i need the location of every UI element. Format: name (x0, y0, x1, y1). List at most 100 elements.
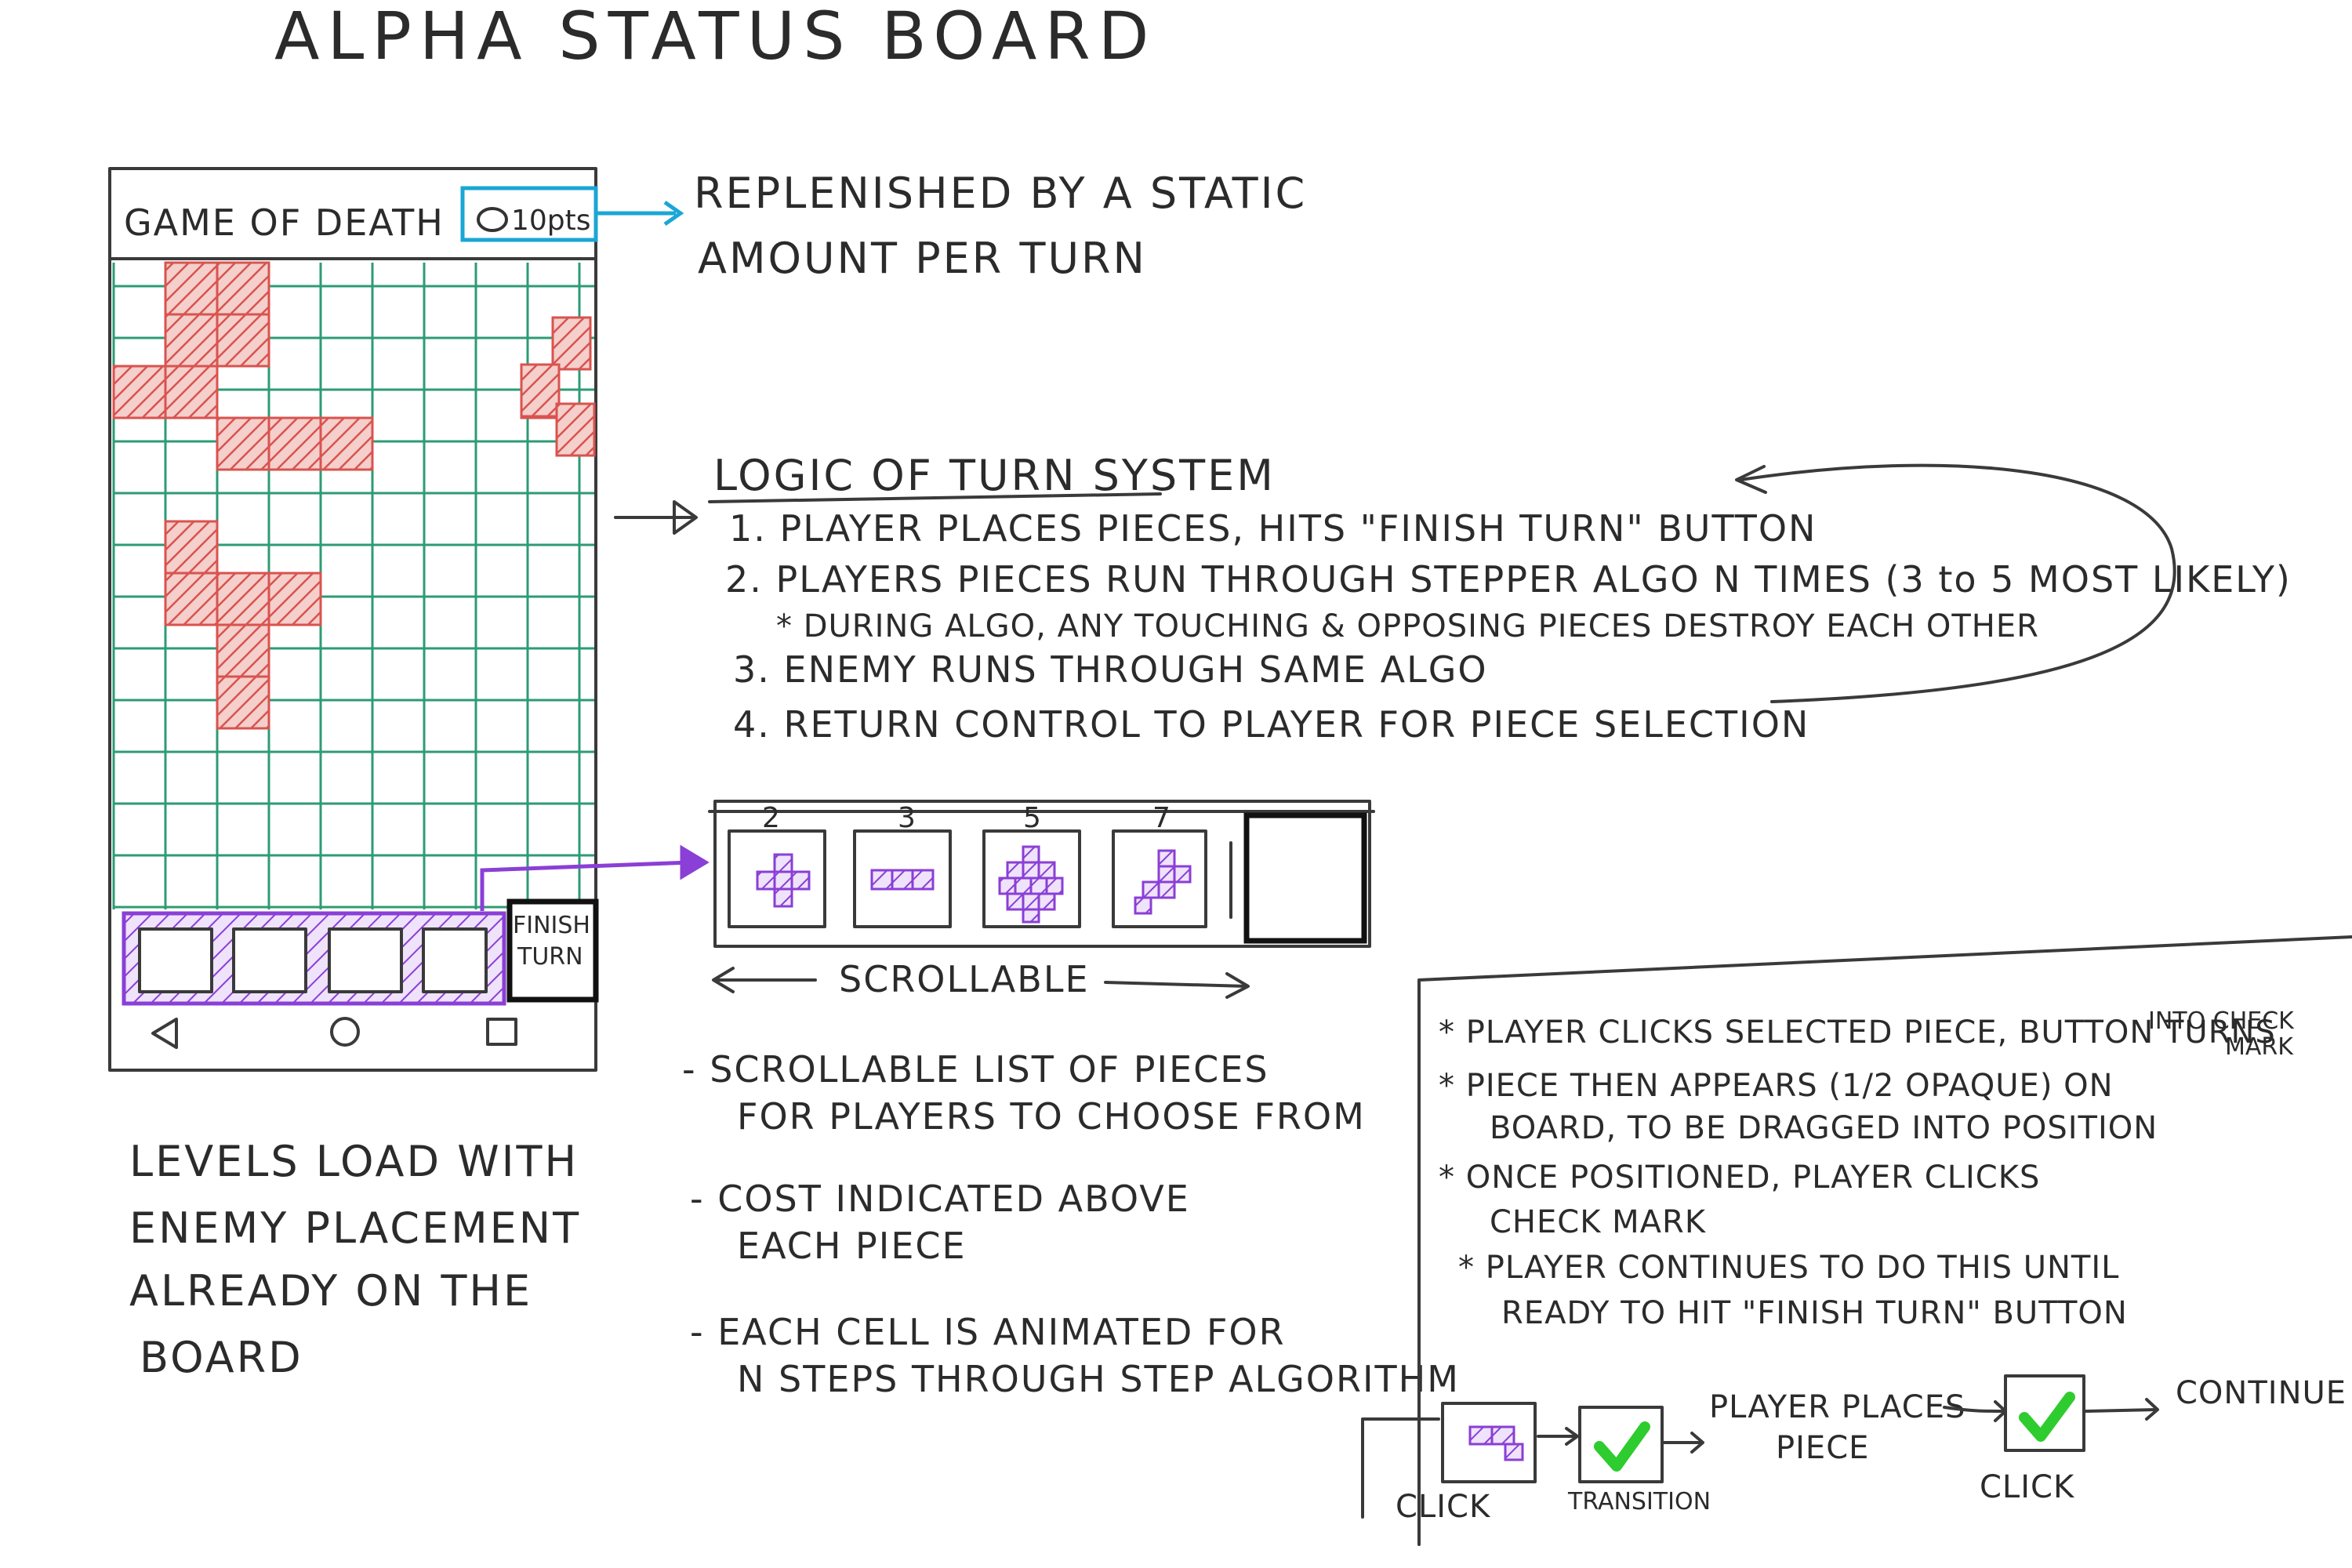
flow-places-label: PLAYER PLACES (1709, 1389, 1965, 1425)
piece-cost: 5 (1023, 802, 1041, 834)
piece-cost: 7 (1152, 802, 1171, 834)
enemy-cell (216, 261, 270, 316)
placement-line: READY TO HIT "FINISH TURN" BUTTON (1501, 1295, 2128, 1331)
enemy-cell (520, 363, 561, 418)
enemy-cell (216, 313, 270, 368)
enemy-cell (216, 623, 270, 678)
placement-line: INTO CHECK (2148, 1007, 2295, 1035)
tray-slot[interactable] (422, 927, 488, 993)
enemy-cell (164, 313, 219, 368)
coin-icon (477, 207, 508, 232)
turn-step: 1. PLAYER PLACES PIECES, HITS "FINISH TU… (729, 507, 1817, 550)
home-icon[interactable] (330, 1017, 360, 1047)
turn-step: 2. PLAYERS PIECES RUN THROUGH STEPPER AL… (725, 558, 2292, 601)
scrollable-indicator: SCROLLABLE (712, 958, 1250, 1000)
placement-line: * PLAYER CLICKS SELECTED PIECE, BUTTON T… (1439, 1014, 2276, 1051)
enemy-cell (555, 402, 596, 457)
placement-flow: PLAYER PLACES PIECE CONTINUE CLICK TRANS… (1361, 1374, 2347, 1525)
recents-icon[interactable] (486, 1018, 517, 1046)
piece-card[interactable] (1112, 829, 1207, 928)
enemy-cell (164, 520, 219, 575)
list-note-line: - SCROLLABLE LIST OF PIECES (682, 1048, 1269, 1091)
levels-line: ALREADY ON THE (129, 1266, 532, 1316)
enemy-cell (267, 416, 322, 471)
tray-slot[interactable] (328, 927, 403, 993)
flow-transition-label: TRANSITION (1567, 1488, 1711, 1515)
piece-shape-hook (1134, 849, 1192, 915)
enemy-cell (164, 261, 219, 316)
enemy-cell (164, 572, 219, 626)
tray-slot[interactable] (232, 927, 307, 993)
list-note-line: N STEPS THROUGH STEP ALGORITHM (737, 1358, 1460, 1400)
piece-list[interactable]: 2 3 5 7 (708, 800, 1375, 948)
list-note-line: - EACH CELL IS ANIMATED FOR (690, 1311, 1286, 1353)
back-icon[interactable] (151, 1018, 178, 1049)
placement-line: * ONCE POSITIONED, PLAYER CLICKS (1439, 1160, 2040, 1196)
finish-turn-label: FINISH (513, 912, 590, 939)
tray-arrow (480, 844, 710, 911)
flow-click-label: CLICK (1980, 1469, 2075, 1505)
piece-cost: 2 (762, 802, 780, 834)
enemy-cell (267, 572, 322, 626)
points-value: 10pts (511, 205, 591, 237)
placement-line: CHECK MARK (1490, 1204, 1707, 1240)
enemy-cell (164, 365, 219, 419)
placement-line: MARK (2225, 1033, 2294, 1061)
piece-card-offscreen (1243, 812, 1367, 944)
turn-logic-arrow (614, 500, 698, 535)
enemy-cell (216, 572, 270, 626)
flow-check-button (1578, 1406, 1664, 1483)
placement-line: * PIECE THEN APPEARS (1/2 OPAQUE) ON (1439, 1068, 2114, 1104)
placement-line: BOARD, TO BE DRAGGED INTO POSITION (1490, 1110, 2158, 1146)
piece-shape-diamond (998, 845, 1064, 924)
levels-line: LEVELS LOAD WITH (129, 1137, 579, 1186)
enemy-cell (216, 675, 270, 730)
turn-step: * DURING ALGO, ANY TOUCHING & OPPOSING P… (776, 608, 2039, 644)
check-icon (2019, 1392, 2075, 1442)
enemy-cell (216, 416, 270, 471)
replenish-note: AMOUNT PER TURN (698, 234, 1147, 283)
turn-step: 3. ENEMY RUNS THROUGH SAME ALGO (733, 648, 1488, 691)
placement-notes: * PLAYER CLICKS SELECTED PIECE, BUTTON T… (1417, 935, 2352, 1546)
points-arrow (597, 200, 684, 227)
phone-mockup: GAME OF DEATH 10pts FINISH TURN (108, 167, 599, 1072)
game-title: GAME OF DEATH (124, 201, 445, 244)
turn-logic-heading: LOGIC OF TURN SYSTEM (713, 451, 1276, 500)
flow-check-button-2 (2004, 1374, 2085, 1452)
replenish-note: REPLENISHED BY A STATIC (694, 169, 1307, 218)
turn-logic-notes: LOGIC OF TURN SYSTEM 1. PLAYER PLACES PI… (708, 451, 2292, 746)
piece-shape-bar (870, 869, 935, 891)
list-note-line: FOR PLAYERS TO CHOOSE FROM (737, 1095, 1366, 1138)
list-note-line: EACH PIECE (737, 1225, 967, 1267)
levels-note: LEVELS LOAD WITH ENEMY PLACEMENT ALREADY… (129, 1137, 581, 1382)
flow-click-label: CLICK (1396, 1489, 1491, 1525)
flow-continue-label: CONTINUE (2176, 1375, 2347, 1411)
enemy-cell (112, 365, 167, 419)
piece-cost: 3 (898, 802, 916, 834)
piece-tray (122, 911, 506, 1006)
piece-list-notes: - SCROLLABLE LIST OF PIECES FOR PLAYERS … (682, 1048, 1460, 1400)
scrollable-label: SCROLLABLE (839, 958, 1090, 1000)
game-board (112, 261, 596, 909)
list-note-line: - COST INDICATED ABOVE (690, 1178, 1190, 1220)
finish-turn-button[interactable]: FINISH TURN (506, 898, 599, 1003)
tray-slot[interactable] (138, 927, 213, 993)
enemy-cell (551, 316, 592, 371)
enemy-cell (319, 416, 374, 471)
loop-arrow (1739, 463, 2176, 703)
turn-step: 4. RETURN CONTROL TO PLAYER FOR PIECE SE… (733, 703, 1809, 746)
piece-card[interactable] (853, 829, 952, 928)
piece-shape-plus (756, 853, 811, 908)
placement-line: * PLAYER CONTINUES TO DO THIS UNTIL (1458, 1250, 2119, 1286)
sheet-title: ALPHA STATUS BOARD (274, 0, 1156, 74)
flow-places-label: PIECE (1776, 1430, 1869, 1466)
check-icon (1594, 1421, 1650, 1472)
levels-line: BOARD (140, 1333, 303, 1382)
piece-card[interactable] (728, 829, 826, 928)
flow-piece-card (1441, 1402, 1537, 1483)
levels-line: ENEMY PLACEMENT (129, 1203, 581, 1253)
piece-card[interactable] (982, 829, 1081, 928)
finish-turn-label: TURN (517, 943, 583, 971)
points-counter: 10pts (460, 186, 598, 242)
